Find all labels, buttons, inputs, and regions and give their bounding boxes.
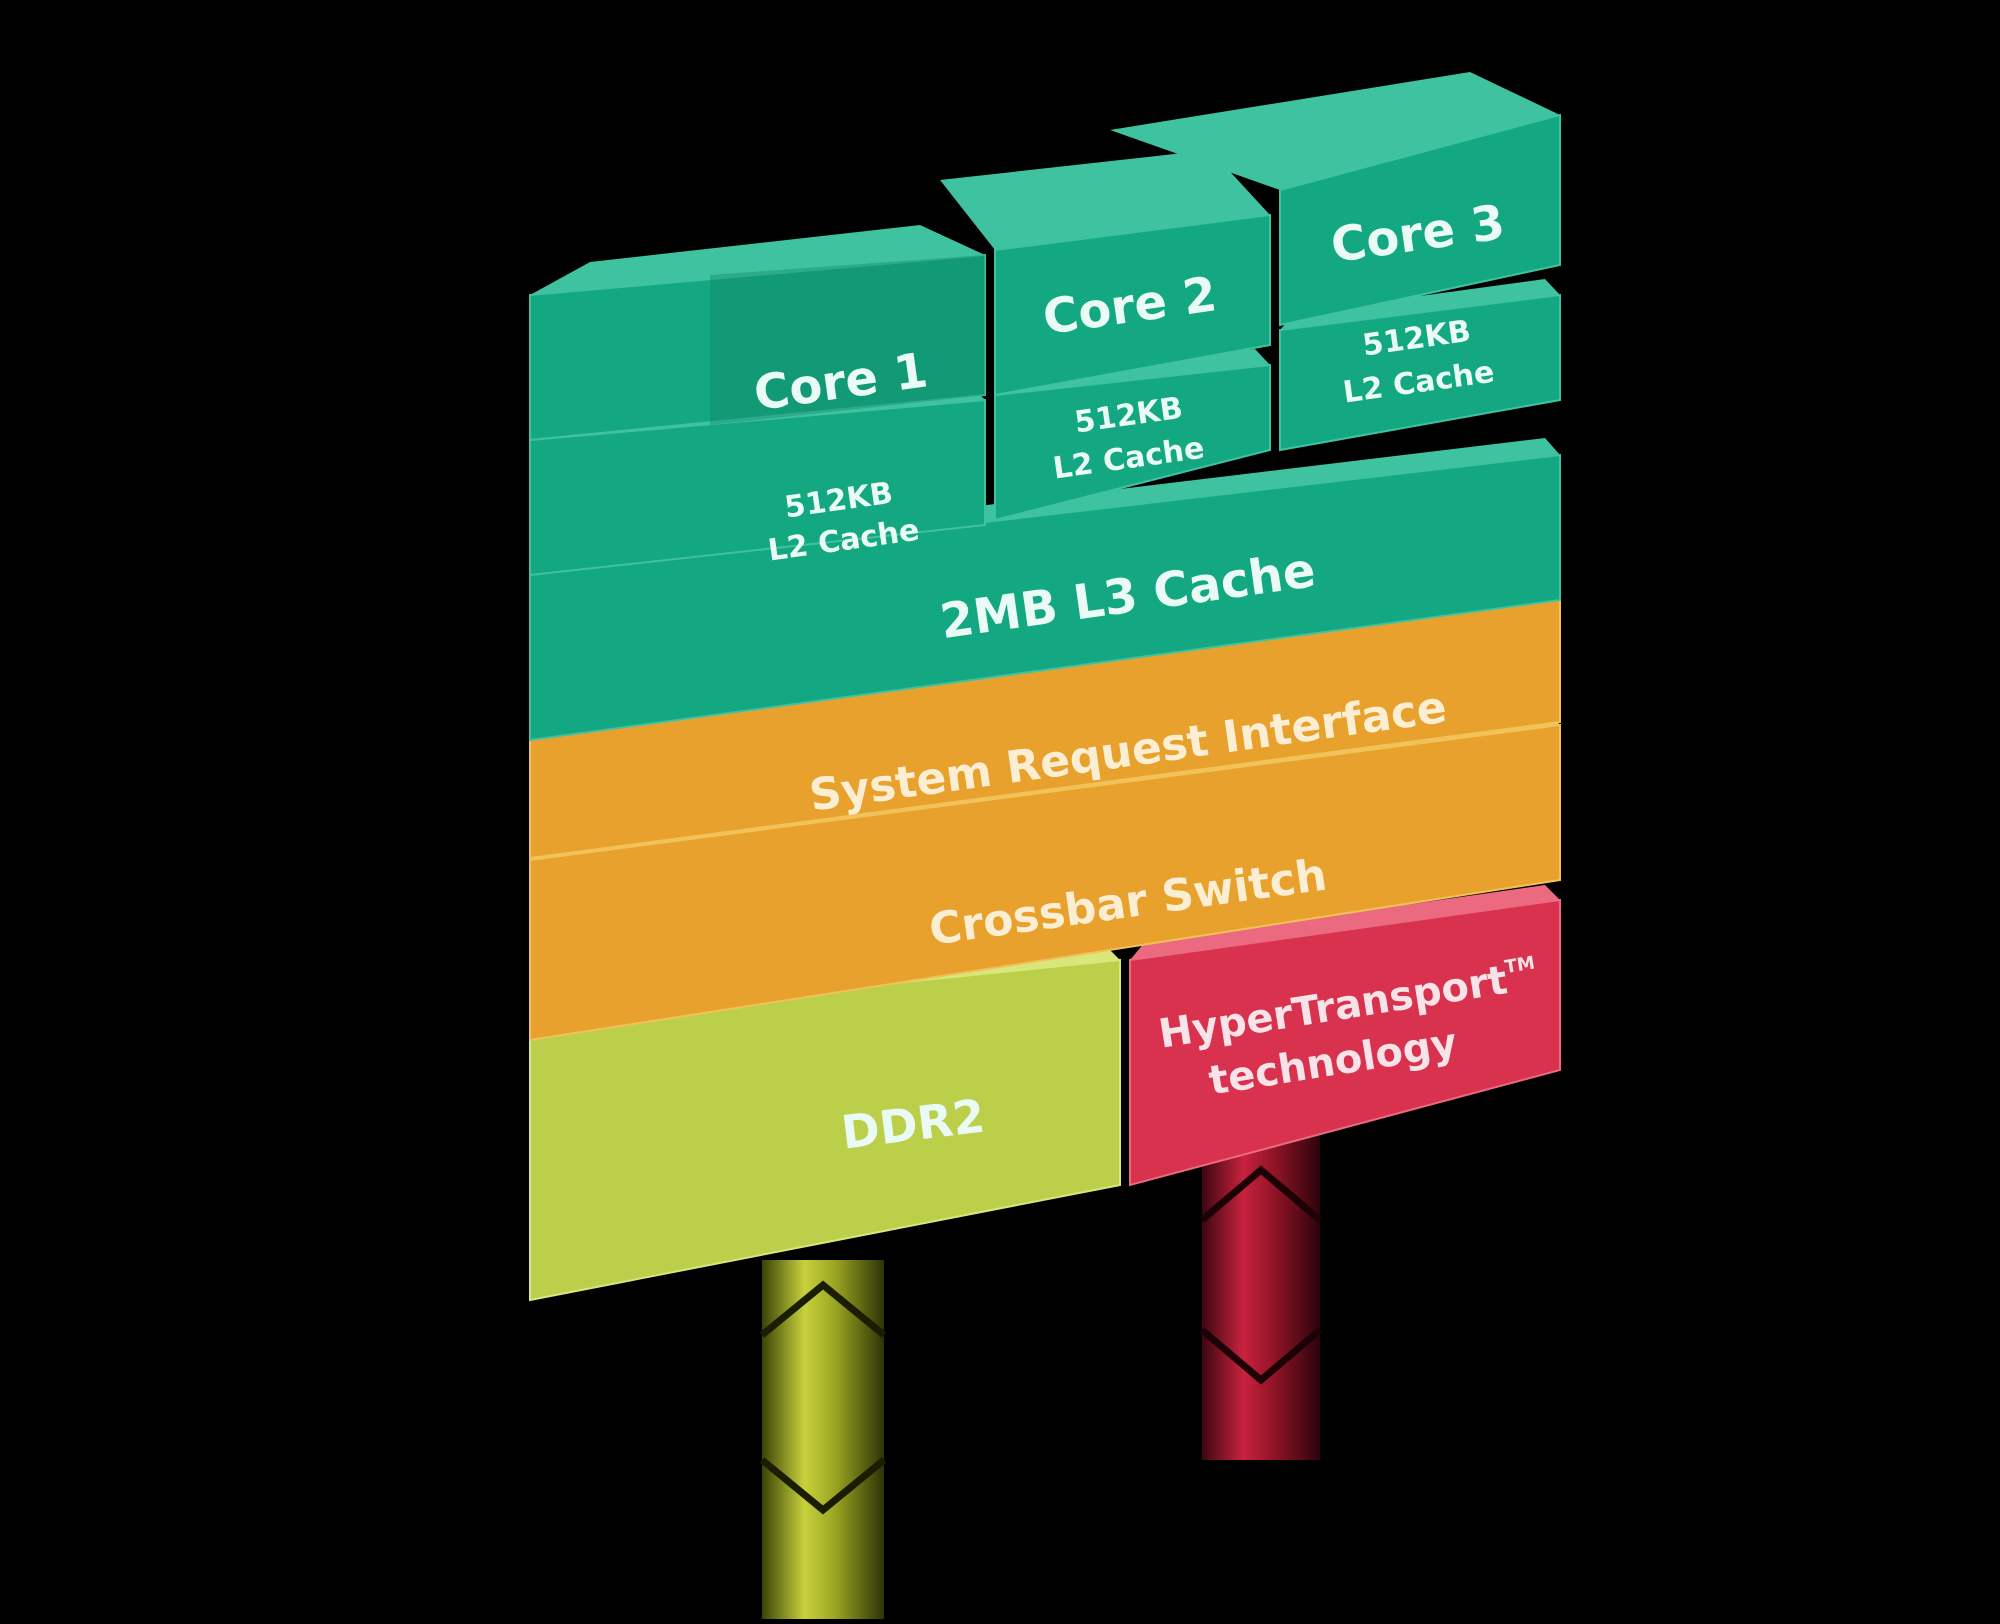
ddr2-bus-up-chevron	[759, 1280, 887, 1338]
core-3-top-face	[1110, 72, 1560, 190]
l2-3-top-face	[1280, 279, 1560, 330]
core-2-block: Core 2	[940, 150, 1271, 397]
core-2-top-face	[940, 150, 1270, 250]
l2-1-front-face	[529, 398, 986, 577]
ddr2-bus-down-chevron	[759, 1457, 887, 1515]
hypertransport-top-face	[1130, 885, 1560, 960]
core-1-block: Core 1	[529, 225, 986, 442]
ddr2-bus-connector	[759, 1260, 887, 1619]
ddr2-bus-shaft	[762, 1260, 884, 1619]
core-1-side-shade	[710, 255, 985, 425]
hypertransport-block: HyperTransportTM technology	[1129, 885, 1561, 1187]
hypertransport-bus-down-chevron	[1199, 1327, 1323, 1385]
hypertransport-bus-connector	[1199, 1130, 1323, 1460]
l2-cache-3-block: 512KB L2 Cache	[1279, 279, 1561, 452]
hypertransport-bus-shaft	[1202, 1130, 1320, 1460]
hypertransport-bus-up-chevron	[1199, 1165, 1323, 1223]
core-1-front-face	[529, 253, 986, 442]
core-3-block: Core 3	[1110, 72, 1561, 327]
core-2-front-face	[994, 213, 1271, 397]
blocks-layer: DDR2 HyperTransportTM technology Crossba…	[529, 72, 1561, 1302]
core-1-top-face	[530, 225, 985, 295]
trademark-mark: TM	[1503, 953, 1536, 978]
l2-2-front-face	[994, 363, 1271, 522]
